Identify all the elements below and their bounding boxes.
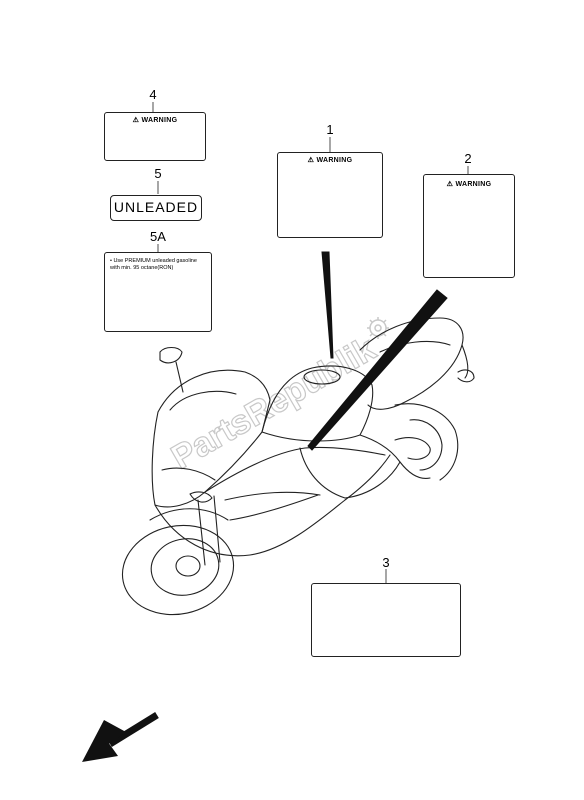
label-3-information <box>311 583 461 657</box>
leader-lines <box>307 251 448 451</box>
callout-5a: 5A <box>150 229 166 244</box>
label-5a-fuel: • Use PREMIUM unleaded gasoline with min… <box>104 252 212 332</box>
warning-triangle-icon: ⚠ <box>132 117 140 124</box>
leader-line-2 <box>307 289 448 451</box>
callout-3: 3 <box>382 555 390 570</box>
label-5-text: UNLEADED <box>113 199 199 215</box>
callout-5: 5 <box>154 166 162 181</box>
callout-2: 2 <box>464 151 472 166</box>
label-2-warning: ⚠ WARNING <box>423 174 515 278</box>
arrow-front-left-icon <box>82 712 159 762</box>
leader-line-1 <box>321 251 334 359</box>
label-5-unleaded: UNLEADED <box>110 195 202 221</box>
warning-triangle-icon: ⚠ <box>307 157 315 164</box>
callout-4: 4 <box>149 87 157 102</box>
callout-ticks <box>152 102 469 583</box>
label-1-warning: ⚠ WARNING <box>277 152 383 238</box>
label-4-heading: WARNING <box>141 117 178 124</box>
label-5a-text: • Use PREMIUM unleaded gasoline with min… <box>110 258 197 271</box>
motorcycle-outline <box>121 317 475 616</box>
label-1-heading: WARNING <box>316 157 353 164</box>
label-4-warning: ⚠ WARNING <box>104 112 206 161</box>
callout-1: 1 <box>326 122 334 137</box>
warning-triangle-icon: ⚠ <box>446 181 454 188</box>
label-2-heading: WARNING <box>455 181 492 188</box>
